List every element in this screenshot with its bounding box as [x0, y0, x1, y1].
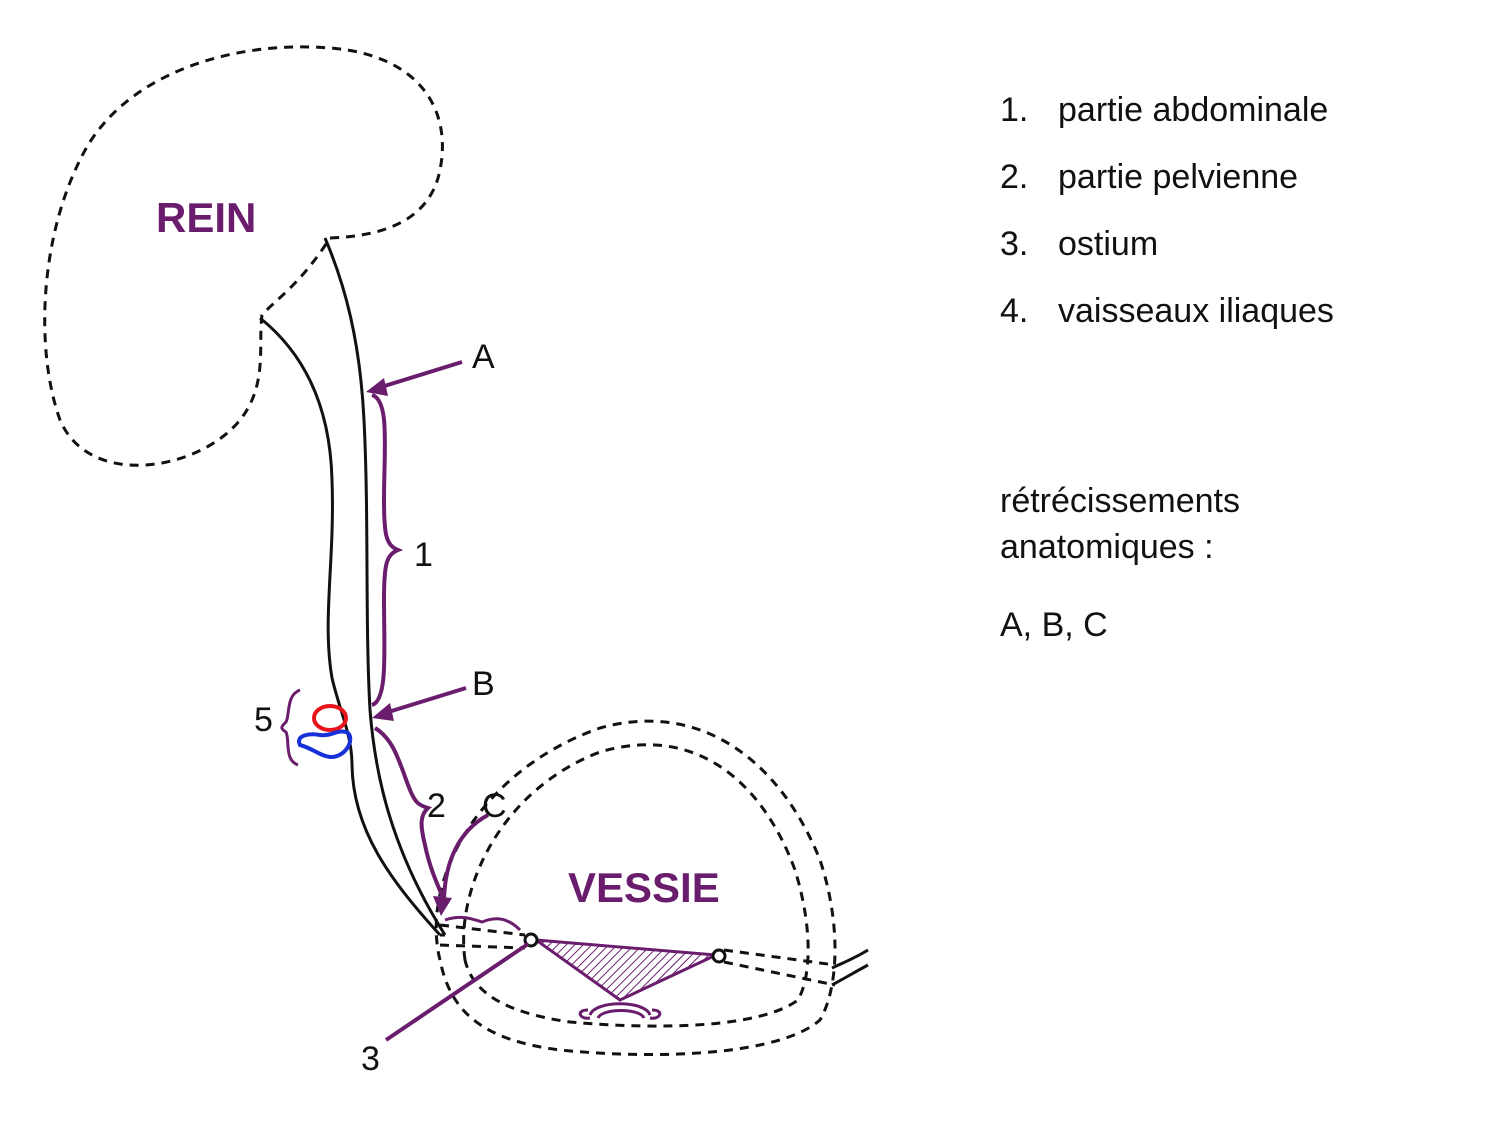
intramural-ureter-upper — [439, 923, 526, 937]
urethra-end — [831, 948, 869, 987]
legend-number: 1. — [1000, 91, 1029, 129]
legend-number: 3. — [1000, 225, 1029, 263]
legend-item-2: 2. partie pelvienne — [1000, 155, 1480, 222]
marker-a: A — [472, 338, 495, 376]
legend-text: ostium — [1058, 225, 1159, 263]
narrowings-title: rétrécissements anatomiques : — [1000, 482, 1240, 566]
kidney-label: REIN — [156, 194, 256, 241]
arrow-a-line — [377, 360, 463, 390]
marker-c: C — [482, 787, 507, 825]
legend-number: 4. — [1000, 292, 1029, 330]
urethra-upper — [723, 948, 836, 967]
legend-item-3: 3. ostium — [1000, 222, 1480, 289]
bladder-label: VESSIE — [568, 864, 720, 911]
arrow-b-line — [384, 686, 467, 715]
urethral-orifice — [578, 1002, 662, 1020]
legend-number: 2. — [1000, 158, 1029, 196]
bladder-trigone — [530, 938, 722, 1002]
marker-b: B — [472, 665, 495, 703]
legend-item-4: 4. vaisseaux iliaques — [1000, 289, 1480, 356]
intramural-bracket — [444, 915, 522, 932]
left-ureteric-orifice — [523, 932, 539, 948]
bladder-inner-wall — [462, 743, 810, 1028]
urethra-lower — [723, 960, 836, 987]
marker-5: 5 — [254, 701, 273, 739]
narrowings-note: rétrécissements anatomiques : A, B, C — [1000, 478, 1480, 648]
ureter-outer-wall — [259, 316, 442, 937]
marker-1: 1 — [414, 536, 433, 574]
ostium-pointer — [384, 942, 530, 1042]
pelvic-part-bracket — [373, 726, 446, 901]
iliac-vessels-bracket — [280, 688, 301, 767]
iliac-vein — [297, 729, 353, 759]
right-ureteric-orifice — [711, 948, 727, 964]
arrow-a-head — [366, 378, 388, 396]
iliac-artery — [312, 704, 348, 732]
marker-3: 3 — [361, 1040, 380, 1078]
abdominal-part-bracket — [370, 393, 404, 707]
legend-text: vaisseaux iliaques — [1058, 292, 1334, 330]
legend-text: partie abdominale — [1058, 91, 1329, 129]
ureter-inner-wall — [323, 237, 447, 936]
legend-item-1: 1. partie abdominale — [1000, 88, 1480, 155]
legend: 1. partie abdominale 2. partie pelvienne 3… — [1000, 88, 1480, 356]
bladder-outer-wall — [434, 719, 837, 1057]
arrow-c-head — [433, 896, 452, 916]
kidney-outline — [43, 45, 444, 467]
arrow-c-line — [442, 813, 489, 901]
narrowings-list: A, B, C — [1000, 606, 1108, 644]
intramural-ureter-lower — [439, 943, 526, 950]
legend-text: partie pelvienne — [1058, 158, 1299, 196]
arrow-b-head — [372, 703, 394, 721]
marker-2: 2 — [427, 787, 446, 825]
